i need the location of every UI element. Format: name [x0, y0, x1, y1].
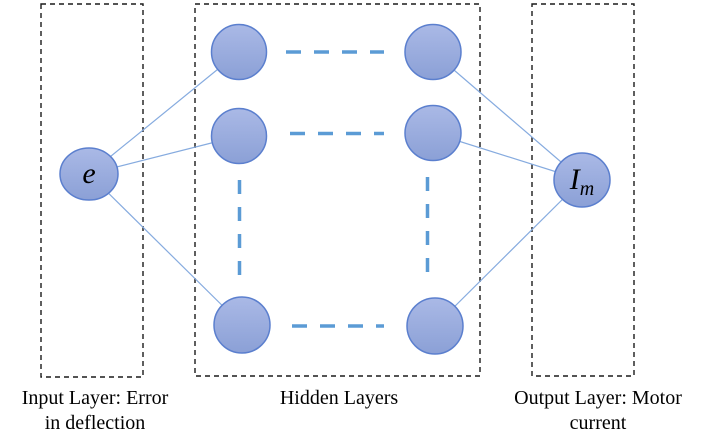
input-layer-caption-line2: in deflection	[44, 412, 146, 432]
input-layer-caption-line1: Input Layer: Error	[21, 387, 169, 409]
output-im-node	[553, 152, 611, 208]
hidden-left-2-node	[210, 107, 268, 165]
hidden-layers-caption-line1: Hidden Layers	[279, 387, 399, 409]
edge-input-e-to-hidden-left-3	[88, 173, 243, 326]
input-layer-caption: Input Layer: Error in deflection	[0, 386, 190, 432]
edge-hidden-right-3-to-output-im	[434, 179, 583, 327]
output-layer-box	[531, 3, 635, 377]
input-e-node	[59, 147, 119, 201]
hidden-layers-caption: Hidden Layers	[239, 386, 439, 411]
input-e-label: e	[82, 157, 95, 190]
hidden-right-1-node	[404, 23, 462, 81]
output-layer-caption: Output Layer: Motor current	[492, 386, 702, 432]
output-layer-caption-line2: current	[569, 412, 627, 432]
hidden-left-3-node	[213, 296, 271, 354]
hidden-right-3-node	[406, 297, 464, 355]
edge-input-e-to-hidden-left-1	[88, 51, 240, 175]
output-layer-caption-line1: Output Layer: Motor	[514, 387, 682, 409]
hidden-left-1-node	[210, 23, 268, 81]
input-layer-box	[40, 3, 144, 378]
hidden-right-2-node	[404, 104, 462, 162]
edge-hidden-right-1-to-output-im	[432, 51, 583, 181]
hidden-layers-box	[194, 3, 481, 377]
